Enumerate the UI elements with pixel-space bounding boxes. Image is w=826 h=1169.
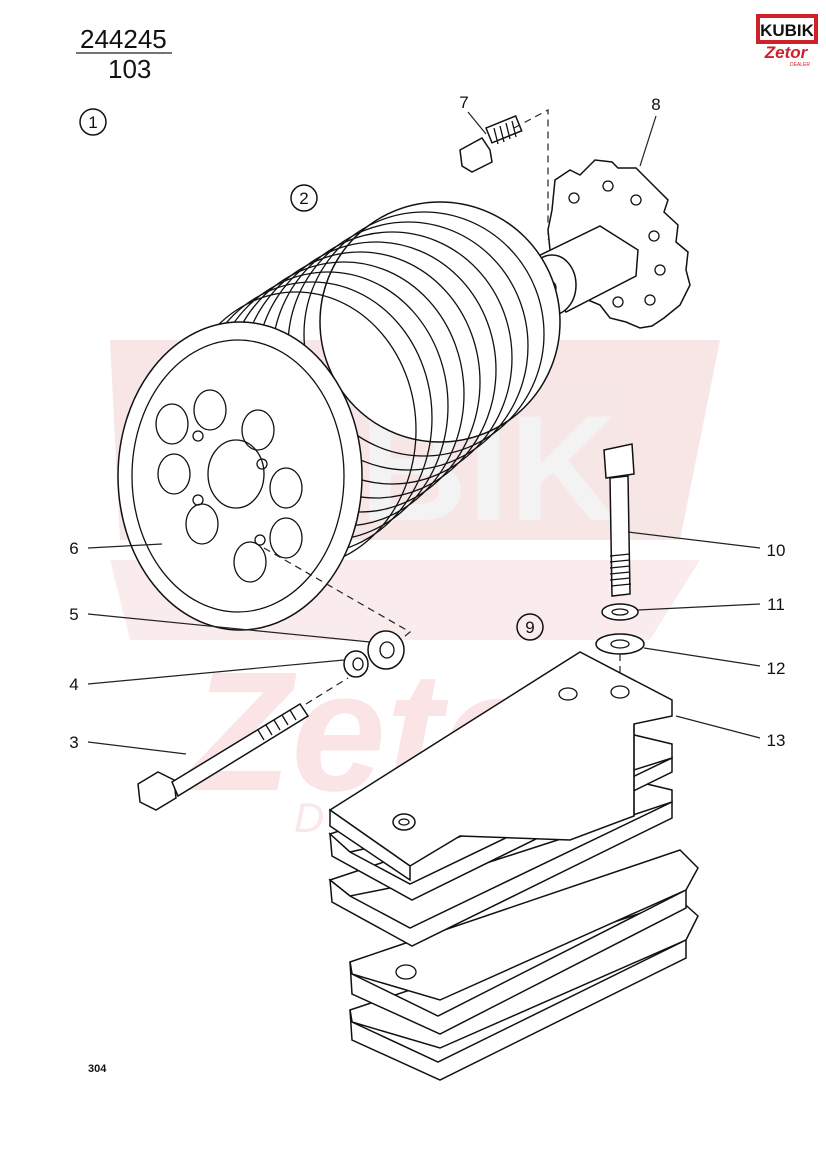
callout-12: 12 xyxy=(643,647,786,678)
svg-text:5: 5 xyxy=(69,605,78,624)
callout-11: 11 xyxy=(637,595,785,614)
logo-brand-top: KUBIK xyxy=(760,21,815,40)
svg-text:3: 3 xyxy=(69,733,78,752)
svg-text:6: 6 xyxy=(69,539,78,558)
washer-4 xyxy=(343,650,369,678)
assembly-line-3 xyxy=(305,677,349,705)
group-label-2: 2 xyxy=(290,184,318,212)
svg-text:13: 13 xyxy=(767,731,786,750)
washer-5 xyxy=(367,630,405,670)
svg-text:11: 11 xyxy=(767,595,785,614)
wheel-weight-stack xyxy=(117,201,561,631)
group-label-9: 9 xyxy=(516,613,544,641)
svg-text:4: 4 xyxy=(69,675,78,694)
page-number: 304 xyxy=(88,1063,107,1075)
svg-text:12: 12 xyxy=(767,659,786,678)
svg-text:10: 10 xyxy=(767,541,786,560)
flat-washer xyxy=(595,633,645,655)
callout-13: 13 xyxy=(675,715,786,750)
catalog-code-top: 244245 xyxy=(80,24,167,54)
catalog-code-bottom: 103 xyxy=(108,54,151,84)
vertical-bolt xyxy=(603,443,635,597)
svg-text:1: 1 xyxy=(88,113,97,132)
callout-4: 4 xyxy=(69,659,345,694)
callout-5: 5 xyxy=(69,605,371,643)
assembly-line-7 xyxy=(513,109,549,240)
logo-brand-bottom: Zetor xyxy=(764,43,809,62)
callout-10: 10 xyxy=(627,531,786,560)
svg-text:8: 8 xyxy=(651,95,660,114)
svg-text:9: 9 xyxy=(525,618,534,637)
callout-3: 3 xyxy=(69,733,187,755)
logo-brand-sub: DEALER xyxy=(790,62,810,68)
group-label-1: 1 xyxy=(79,108,107,136)
kubik-zetor-logo: KUBIK Zetor DEALER xyxy=(756,14,818,68)
plate-weight-stack xyxy=(328,651,699,1081)
flange-bolt xyxy=(459,115,523,173)
callout-7: 7 xyxy=(459,93,487,135)
callout-6: 6 xyxy=(69,539,163,558)
assembly-line-5 xyxy=(263,547,412,651)
spring-washer xyxy=(601,603,639,621)
svg-text:2: 2 xyxy=(299,189,308,208)
svg-text:7: 7 xyxy=(459,93,468,112)
callout-8: 8 xyxy=(639,95,661,167)
long-bolt xyxy=(137,702,310,811)
